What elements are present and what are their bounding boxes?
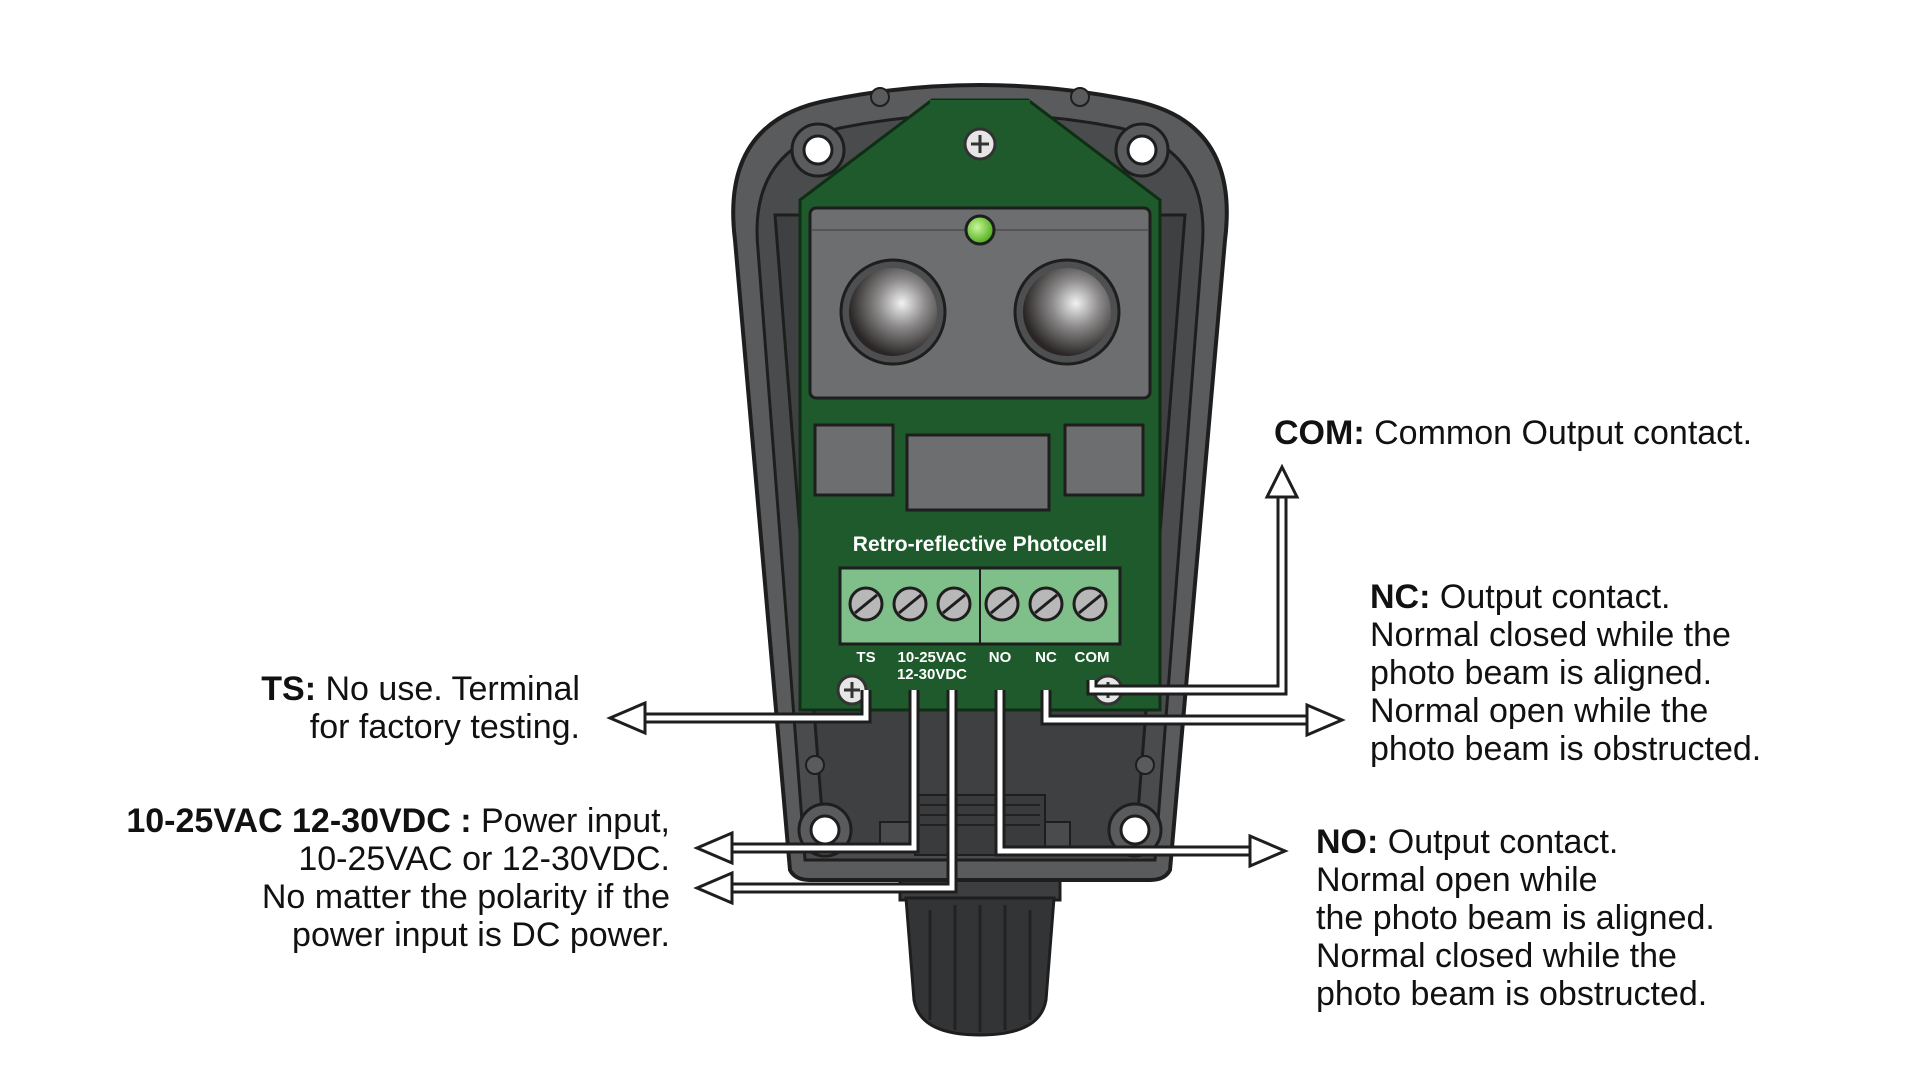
terminal-label-vac: 10-25VAC	[898, 649, 967, 666]
callout-power-key: 10-25VAC 12-30VDC :	[126, 802, 472, 840]
emitter-lens	[849, 268, 937, 356]
leader-no	[994, 690, 1289, 869]
leader-nc	[1040, 690, 1346, 738]
callout-com: COM: Common Output contact.	[1274, 414, 1752, 452]
callout-nc-line-4: Normal open while the	[1370, 692, 1709, 730]
callout-ts-line-2: for factory testing.	[309, 708, 580, 746]
terminal-screws	[848, 586, 1108, 622]
callout-nc-line-3: photo beam is aligned.	[1370, 654, 1713, 692]
callout-no-key: NO:	[1316, 823, 1379, 861]
board-title: Retro-reflective Photocell	[853, 533, 1107, 556]
leader-ts	[606, 690, 872, 736]
callout-no-line-4: Normal closed while the	[1316, 937, 1677, 975]
callout-ts-line-1: No use. Terminal	[325, 670, 581, 708]
callout-no-line-5: photo beam is obstructed.	[1316, 975, 1708, 1013]
callout-no: NO: Output contact. Normal open while th…	[1316, 823, 1715, 1013]
leader-com	[1086, 463, 1300, 696]
callout-ts: TS: No use. Terminal for factory testing…	[240, 670, 580, 746]
callout-power: 10-25VAC 12-30VDC : Power input, 10-25VA…	[90, 802, 670, 954]
leader-power-2	[693, 690, 958, 906]
receiver-lens	[1023, 268, 1111, 356]
callout-power-line-3: No matter the polarity if the	[261, 878, 670, 916]
terminal-label-com: COM	[1075, 649, 1110, 666]
callout-no-line-2: Normal open while	[1316, 861, 1598, 899]
callout-no-line-3: the photo beam is aligned.	[1316, 899, 1715, 937]
terminal-label-vdc: 12-30VDC	[897, 666, 967, 683]
terminal-label-ts: TS	[856, 649, 875, 666]
terminal-label-nc: NC	[1035, 649, 1057, 666]
callout-com-line-1: Common Output contact.	[1374, 414, 1753, 452]
callout-nc-key: NC:	[1370, 578, 1431, 616]
callout-ts-key: TS:	[261, 670, 317, 708]
pcb: Retro-reflective Photocell TS 10-25VAC 1…	[798, 98, 1162, 712]
callout-power-line-4: power input is DC power.	[292, 916, 670, 954]
callout-no-line-1: Output contact.	[1387, 823, 1619, 861]
callout-nc: NC: Output contact. Normal closed while …	[1370, 578, 1761, 768]
callout-power-line-1: Power input,	[481, 802, 670, 840]
terminal-label-no: NO	[989, 649, 1012, 666]
leader-lines	[606, 463, 1346, 906]
callout-nc-line-1: Output contact.	[1439, 578, 1671, 616]
callout-power-line-2: 10-25VAC or 12-30VDC.	[298, 840, 670, 878]
leader-power-1	[693, 690, 920, 866]
callout-nc-line-5: photo beam is obstructed.	[1370, 730, 1762, 768]
callout-nc-line-2: Normal closed while the	[1370, 616, 1731, 654]
callout-com-key: COM:	[1274, 414, 1365, 452]
status-led	[964, 214, 996, 246]
